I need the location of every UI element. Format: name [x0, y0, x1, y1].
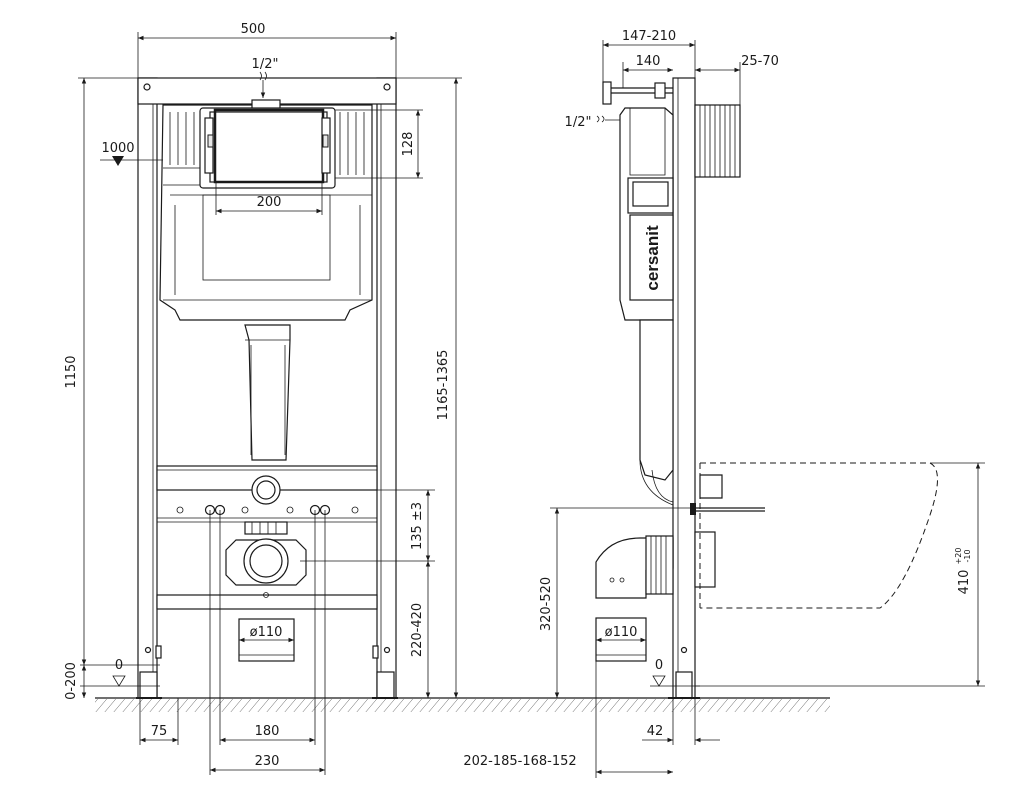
side-frame — [668, 77, 741, 699]
outlet-diameter-side-label: ø110 — [605, 625, 638, 640]
plate-width-label: 200 — [257, 195, 282, 210]
projection-label: 202-185-168-152 — [463, 754, 576, 769]
outlet-diameter-front-label: ø110 — [250, 625, 283, 640]
side-view: 1/2" cersanit — [463, 29, 985, 778]
side-dimensions: 147-210 140 25-70 320-520 ø110 0 — [463, 29, 985, 778]
plate-height-label: 128 — [401, 132, 416, 157]
zero-mark-front-label: 0 — [115, 658, 123, 673]
leg-width-label: 75 — [151, 724, 168, 739]
leg-adjust-label: 0-200 — [64, 662, 79, 700]
bolt-spacing-inner-label: 180 — [255, 724, 280, 739]
outlet-height-label: 220-420 — [410, 603, 425, 657]
front-dimensions: 500 1/2" 128 200 1000 1150 — [64, 22, 462, 775]
wall-offset-label: 25-70 — [741, 54, 779, 69]
side-outlet-elbow — [595, 531, 716, 662]
brand-logo: cersanit — [643, 225, 662, 291]
bowl-tol-minus: -10 — [963, 549, 972, 562]
bolt-spacing-outer-label: 230 — [255, 754, 280, 769]
zero-mark-side-label: 0 — [655, 658, 663, 673]
inlet-side-label: 1/2" — [565, 115, 592, 130]
level-mark-label: 1000 — [101, 141, 134, 156]
side-mounting-rod — [690, 503, 765, 515]
frame-width-label: 500 — [241, 22, 266, 37]
front-view: 500 1/2" 128 200 1000 1150 — [64, 22, 462, 775]
frame-depth-label: 42 — [647, 724, 664, 739]
depth-total-label: 147-210 — [622, 29, 676, 44]
toilet-bowl-outline — [699, 462, 938, 609]
floor — [95, 697, 830, 712]
inlet-front-label: 1/2" — [252, 57, 279, 72]
total-height-label: 1165-1365 — [436, 350, 451, 421]
bowl-height-label: 410 — [957, 570, 972, 595]
side-outlet-height-label: 320-520 — [539, 577, 554, 631]
front-lower-frame — [156, 465, 378, 662]
cistern-side: cersanit — [619, 107, 723, 506]
depth-140-label: 140 — [636, 54, 661, 69]
cistern-front — [159, 99, 373, 461]
flange-spacing-label: 135 ±3 — [410, 502, 425, 550]
bowl-tol-plus: +20 — [954, 548, 963, 565]
frame-height-label: 1150 — [64, 355, 79, 388]
